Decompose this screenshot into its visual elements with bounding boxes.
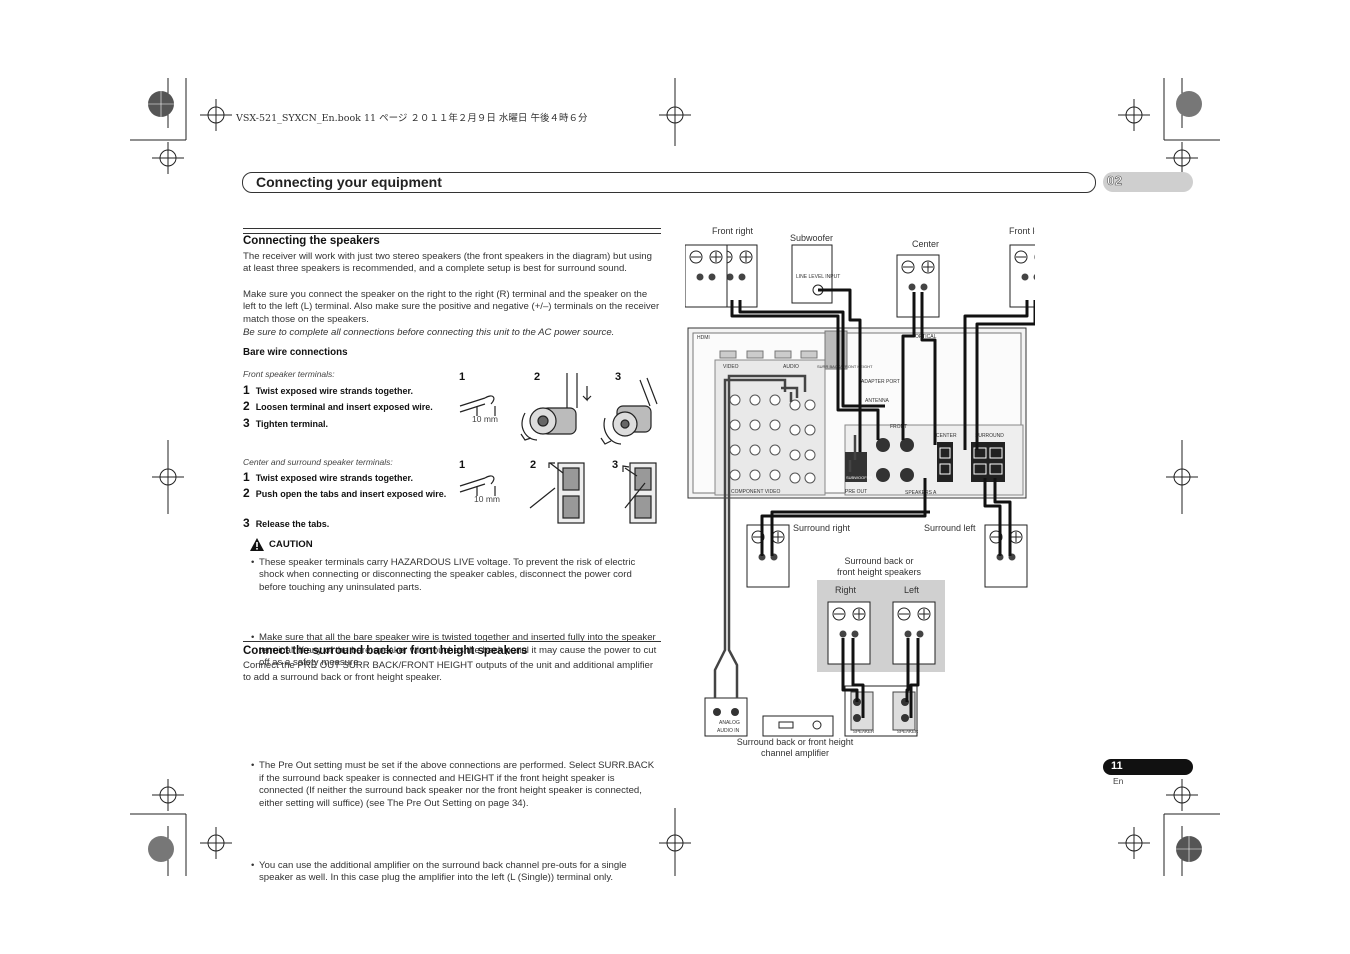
chapter-tab: 02 (1103, 172, 1193, 192)
label-surround-back-title: Surround back or front height speakers (836, 556, 922, 577)
speaker-connection-diagram: HDMI VIDEO AUDIO ADAPTER PORT ANTENNA FR… (685, 226, 1035, 737)
panel-label-optical: OPTICAL (915, 334, 937, 340)
fig-front-1: 1 (459, 371, 466, 383)
panel-label-adapter-port: ADAPTER PORT (861, 379, 900, 385)
panel-label-surr-back: SURR BACK/ FRONT HEIGHT (817, 364, 873, 369)
section-rule (243, 228, 661, 234)
polarity-paragraph: Make sure you connect the speaker on the… (243, 289, 660, 325)
label-amp-speaker-l: SPEAKER (897, 729, 919, 734)
label-amp-caption: Surround back or front height channel am… (736, 737, 854, 758)
label-right: Right (835, 585, 857, 595)
section-title-surround-back: Connect the surround back or front heigh… (243, 645, 528, 657)
page-number: 11 (1111, 760, 1123, 772)
section2-rule (243, 641, 661, 642)
warning-icon (250, 538, 264, 551)
panel-label-front: FRONT (890, 424, 907, 430)
label-surround-left: Surround left (924, 523, 976, 533)
caution-item-2: Make sure that all the bare speaker wire… (243, 632, 661, 669)
label-amp-speaker-r: SPEAKER (853, 729, 875, 734)
fig-front-2: 2 (534, 371, 541, 383)
bare-wire-title: Bare wire connections (243, 347, 348, 358)
panel-label-antenna: ANTENNA (865, 398, 890, 404)
caution-item-1: These speaker terminals carry HAZARDOUS … (243, 557, 661, 594)
fig-center-2: 2 (530, 459, 537, 471)
section-title-speakers: Connecting the speakers (243, 235, 380, 247)
panel-label-speakers: SPEAKERS (905, 490, 933, 496)
wire-length-front: 10 mm (472, 414, 498, 424)
fig-center-1: 1 (459, 459, 466, 471)
panel-label-surround: SURROUND (975, 433, 1004, 439)
bare-wire-illustrations (459, 373, 658, 524)
panel-label-hdmi: HDMI (697, 335, 710, 341)
front-terminals-caption: Front speaker terminals: (243, 369, 335, 379)
chapter-number: 02 (1107, 173, 1123, 189)
fig-center-3: 3 (612, 459, 619, 471)
intro-paragraph: The receiver will work with just two ste… (243, 251, 652, 275)
panel-label-component: COMPONENT VIDEO (731, 489, 780, 495)
label-left: Left (904, 585, 920, 595)
panel-label-audio: AUDIO (783, 364, 799, 370)
label-center: Center (912, 239, 939, 249)
panel-label-subwoofer: SUBWOOFER (846, 475, 872, 480)
single-speaker-bullet: You can use the additional amplifier on … (243, 860, 661, 885)
surround-back-intro: Connect the PRE OUT SURR BACK/FRONT HEIG… (243, 660, 654, 684)
wire-length-center: 10 mm (474, 494, 500, 504)
panel-label-video: VIDEO (723, 364, 739, 370)
page-title: Connecting your equipment (256, 174, 442, 190)
label-audio-in: AUDIO IN (717, 728, 740, 734)
panel-label-speakers-a: A (933, 490, 937, 496)
pre-out-setting-bullet: The Pre Out setting must be set if the a… (243, 760, 661, 810)
fig-front-3: 3 (615, 371, 622, 383)
label-front-left: Front left (1009, 226, 1035, 236)
label-subwoofer: Subwoofer (790, 233, 833, 243)
ac-power-note: Be sure to complete all connections befo… (243, 327, 615, 338)
page-title-bar: Connecting your equipment (242, 172, 1096, 193)
center-terminals-caption: Center and surround speaker terminals: (243, 457, 393, 467)
label-line-level-input: LINE LEVEL INPUT (796, 274, 840, 280)
label-surround-right: Surround right (793, 523, 851, 533)
language-code: En (1113, 776, 1124, 786)
label-analog: ANALOG (719, 720, 740, 726)
label-front-right: Front right (712, 226, 754, 236)
print-header: VSX-521_SYXCN_En.book 11 ページ ２０１１年２月９日 水… (236, 113, 588, 124)
panel-label-center: CENTER (936, 433, 957, 439)
caution-label: CAUTION (269, 539, 313, 550)
page-number-tab: 11 (1103, 759, 1193, 775)
panel-label-pre-out: PRE OUT (845, 489, 867, 495)
